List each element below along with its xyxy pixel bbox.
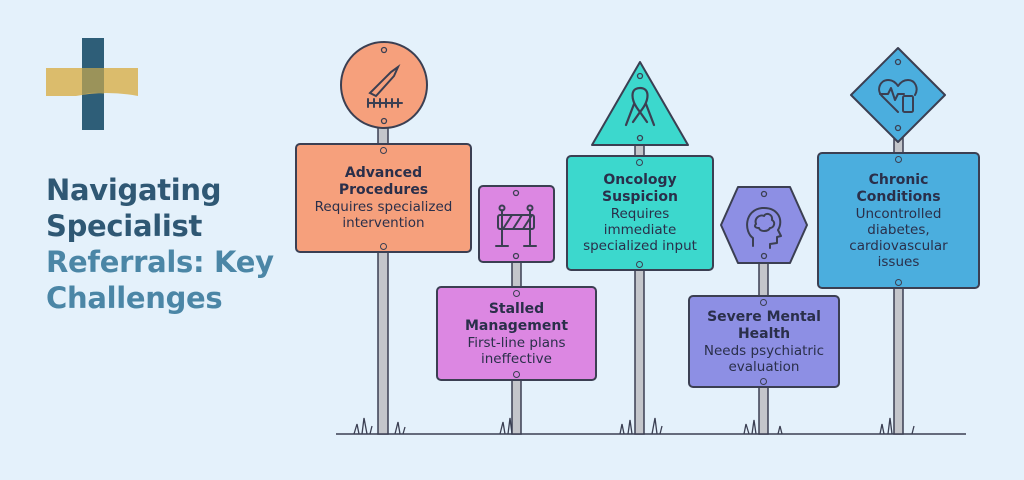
- bolt: [895, 156, 902, 163]
- page-title: Navigating Specialist Referrals: Key Cha…: [46, 172, 274, 316]
- bolt: [636, 159, 643, 166]
- sign-desc-line: issues: [877, 253, 920, 270]
- title-line-3: Referrals: Key: [46, 245, 274, 279]
- sign-title-line: Conditions: [856, 188, 941, 205]
- bolt: [760, 378, 767, 385]
- title-line-2: Specialist: [46, 209, 203, 243]
- sign-severe-mental-health: Severe Mental Health Needs psychiatric e…: [688, 295, 840, 388]
- bolt: [636, 261, 643, 268]
- sign-title-line: Severe Mental: [707, 308, 821, 325]
- sign-desc-line: cardiovascular: [849, 237, 948, 254]
- sign-desc-line: evaluation: [728, 358, 800, 375]
- logo: [46, 38, 138, 130]
- bolt: [895, 279, 902, 286]
- barricade-icon: [495, 204, 537, 247]
- oncology-top-sign: [591, 61, 689, 146]
- sign-title-line: Management: [464, 317, 569, 334]
- sign-title-line: Chronic: [868, 171, 929, 188]
- bolt: [380, 243, 387, 250]
- sign-desc-line: intervention: [342, 215, 425, 231]
- logo-overlap: [82, 68, 104, 95]
- sign-desc-line: Uncontrolled: [855, 205, 942, 222]
- sign-title-line: Advanced: [344, 165, 423, 181]
- sign-desc-line: Requires: [610, 206, 670, 222]
- sign-title-line: Stalled: [488, 300, 545, 317]
- sign-desc-line: diabetes,: [867, 221, 930, 238]
- bolt: [760, 299, 767, 306]
- sign-desc-line: Requires specialized: [314, 199, 453, 215]
- ribbon-icon: [624, 86, 656, 127]
- sign-advanced-procedures: Advanced Procedures Requires specialized…: [295, 143, 472, 253]
- scalpel-icon: [367, 64, 403, 108]
- stalled-top-sign: [478, 185, 555, 263]
- sign-chronic-conditions: Chronic Conditions Uncontrolled diabetes…: [817, 152, 980, 289]
- bolt: [513, 371, 520, 378]
- sign-oncology-suspicion: Oncology Suspicion Requires immediate sp…: [566, 155, 714, 271]
- sign-desc-line: First-line plans: [467, 334, 566, 351]
- sign-desc-line: specialized input: [583, 238, 697, 254]
- chronic-top-sign: [850, 47, 946, 143]
- bolt: [380, 147, 387, 154]
- sign-title-line: Suspicion: [602, 189, 678, 205]
- mental-top-sign: [720, 186, 808, 264]
- brain-head-icon: [746, 206, 782, 249]
- advanced-top-sign: [340, 41, 428, 129]
- title-line-4: Challenges: [46, 281, 223, 315]
- heart-device-icon: [878, 79, 918, 113]
- sign-title-line: Oncology: [603, 172, 677, 188]
- sign-title-line: Health: [737, 325, 791, 342]
- sign-desc-line: immediate: [603, 222, 677, 238]
- sign-stalled-management: Stalled Management First-line plans inef…: [436, 286, 597, 381]
- bolt: [513, 290, 520, 297]
- title-line-1: Navigating: [46, 173, 222, 207]
- sign-desc-line: ineffective: [481, 350, 552, 367]
- sign-title-line: Procedures: [338, 182, 429, 198]
- sign-desc-line: Needs psychiatric: [703, 342, 825, 359]
- grass-tufts: [353, 417, 915, 435]
